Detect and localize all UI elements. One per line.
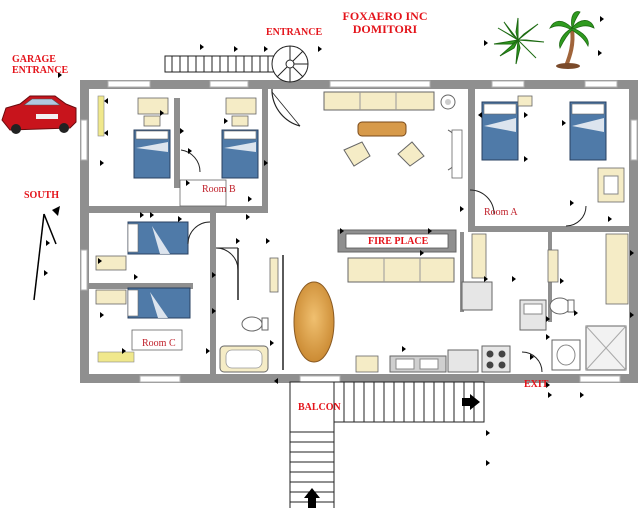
arrow-up-icon [304, 488, 320, 508]
arrow-right-icon [462, 394, 480, 410]
bathroom-right [547, 233, 629, 371]
garage-entrance-label: GARAGE ENTRANCE [12, 54, 68, 76]
room-a-furniture [481, 95, 625, 203]
balcony-stairs [289, 381, 485, 508]
south-label: SOUTH [24, 190, 60, 201]
entrance-stairs [164, 45, 309, 83]
camera-markers [44, 16, 634, 466]
room-c-furniture [95, 221, 191, 363]
partition-lines [237, 248, 284, 370]
entrance-label: ENTRANCE [266, 27, 323, 38]
palm-tree-2-icon [549, 11, 595, 69]
garage-label-line-1: GARAGE [12, 54, 56, 65]
room-a-label: Room A [484, 207, 518, 218]
palm-tree-icon [493, 17, 545, 65]
room-c-label: Room C [142, 338, 176, 349]
living-room-furniture [293, 91, 463, 373]
kitchen-furniture [389, 233, 547, 373]
page-title: FOXAERO INC DOMITORI [330, 10, 440, 36]
garage-label-line-2: ENTRANCE [12, 65, 69, 76]
windows [80, 80, 638, 383]
exit-label: EXIT [524, 379, 549, 390]
room-b-furniture [97, 95, 259, 207]
entrance-door-leaf [271, 91, 301, 127]
entrance-door[interactable] [271, 89, 301, 127]
bathroom-left [219, 257, 279, 373]
south-arrow-icon [33, 206, 60, 301]
title-line-2: DOMITORI [352, 22, 418, 36]
balcony-label: BALCON [298, 402, 341, 413]
car-icon [1, 95, 77, 134]
fireplace-label: FIRE PLACE [368, 236, 429, 247]
room-b-label: Room B [202, 184, 236, 195]
title-line-1: FOXAERO INC [342, 9, 428, 23]
